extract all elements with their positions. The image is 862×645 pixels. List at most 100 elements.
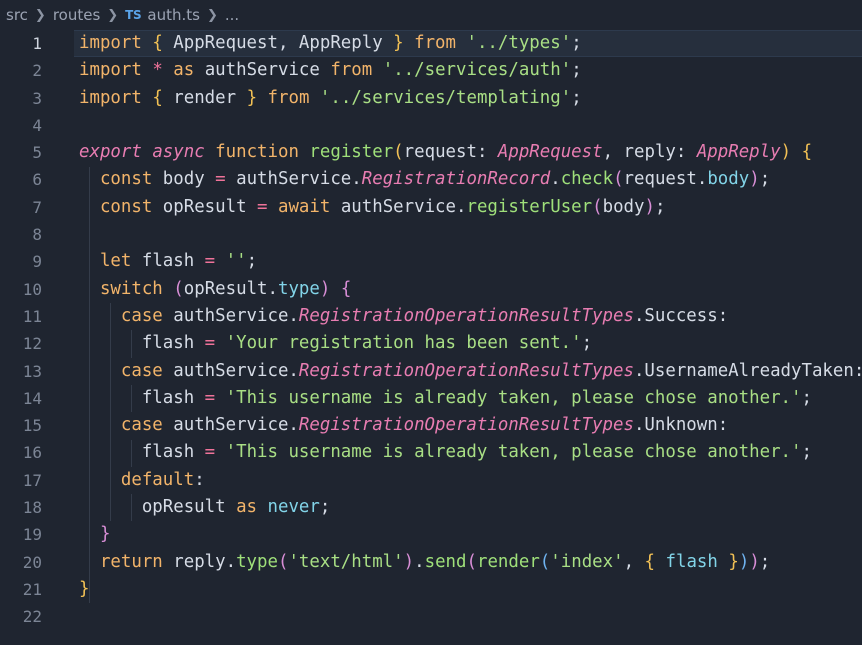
code-token: function	[215, 142, 299, 163]
code-token: flash	[141, 333, 205, 354]
code-token: authService.	[162, 360, 299, 381]
indent-guide	[131, 384, 133, 413]
line-number[interactable]: 5	[32, 143, 42, 163]
code-token: import	[79, 33, 142, 53]
code-line[interactable]: flash = 'Your registration has been sent…	[79, 330, 862, 357]
code-line[interactable]: const opResult = await authService.regis…	[79, 194, 862, 221]
code-line[interactable]: ​	[79, 603, 862, 630]
line-number[interactable]: 7	[32, 197, 42, 217]
code-token: authService.	[330, 196, 467, 217]
line-number[interactable]: 8	[32, 225, 42, 245]
code-line[interactable]: import { AppRequest, AppReply } from '..…	[79, 30, 862, 57]
line-number[interactable]: 10	[22, 279, 42, 299]
code-line[interactable]: }	[79, 521, 862, 548]
typescript-file-icon: TS	[125, 8, 142, 22]
code-token	[79, 361, 121, 381]
code-token: ;	[581, 333, 593, 354]
code-line[interactable]: const body = authService.RegistrationRec…	[79, 166, 862, 193]
code-token	[257, 88, 267, 108]
code-token: render	[476, 551, 540, 572]
line-number[interactable]: 13	[22, 361, 42, 381]
line-number[interactable]: 16	[22, 443, 42, 463]
code-token: from	[267, 87, 310, 108]
code-token: =	[204, 442, 216, 463]
code-token	[309, 88, 319, 108]
code-token: ;	[571, 87, 582, 108]
line-number[interactable]: 6	[32, 170, 42, 190]
breadcrumb-folder-src[interactable]: src	[6, 6, 28, 24]
code-line[interactable]: opResult as never;	[79, 494, 862, 521]
line-number[interactable]: 11	[22, 306, 42, 326]
code-line[interactable]: return reply.type('text/html').send(rend…	[79, 549, 862, 576]
breadcrumb-folder-routes[interactable]: routes	[52, 6, 101, 24]
code-token: authService.	[162, 305, 299, 326]
code-line[interactable]: switch (opResult.type) {	[79, 276, 862, 303]
line-number[interactable]: 14	[22, 388, 42, 408]
code-token: check	[560, 169, 614, 190]
code-token	[215, 251, 225, 271]
code-token: {	[644, 551, 656, 572]
code-token: (	[539, 551, 551, 572]
code-token: }	[79, 578, 90, 599]
code-line[interactable]: flash = 'This username is already taken,…	[79, 385, 862, 412]
code-token: async	[152, 142, 205, 163]
code-token: ;	[801, 442, 812, 463]
code-line[interactable]: import * as authService from '../service…	[79, 57, 862, 84]
code-token: (	[393, 142, 404, 163]
breadcrumb-symbols-more[interactable]: ...	[224, 6, 240, 24]
line-number[interactable]: 4	[32, 115, 42, 135]
code-content[interactable]: import { AppRequest, AppReply } from '..…	[79, 30, 862, 631]
line-number[interactable]: 9	[32, 252, 42, 272]
code-line[interactable]: case authService.RegistrationOperationRe…	[79, 303, 862, 330]
code-token: =	[204, 251, 216, 272]
code-token: }	[246, 87, 258, 108]
code-line[interactable]: case authService.RegistrationOperationRe…	[79, 358, 862, 385]
line-number[interactable]: 21	[22, 579, 42, 599]
code-token	[163, 279, 173, 299]
code-token	[142, 142, 152, 162]
code-token: .	[550, 169, 561, 190]
chevron-right-icon: ❯	[34, 7, 46, 23]
code-token	[456, 33, 466, 53]
line-number[interactable]: 18	[22, 498, 42, 518]
code-token	[791, 142, 801, 162]
code-token: authService.	[162, 415, 299, 436]
breadcrumb-file-auth-ts[interactable]: auth.ts	[147, 6, 200, 24]
line-number[interactable]: 17	[22, 470, 42, 490]
code-token	[163, 60, 173, 80]
line-number[interactable]: 2	[32, 61, 42, 81]
line-number[interactable]: 3	[32, 88, 42, 108]
code-line[interactable]: let flash = '';	[79, 248, 862, 275]
line-number[interactable]: 12	[22, 334, 42, 354]
code-token	[79, 415, 121, 435]
line-number[interactable]: 20	[22, 552, 42, 572]
code-line[interactable]: default:	[79, 467, 862, 494]
code-line[interactable]: import { render } from '../services/temp…	[79, 85, 862, 112]
code-token: export	[79, 142, 142, 163]
code-line[interactable]: ​	[79, 112, 862, 139]
code-token: 'This username is already taken, please …	[225, 442, 802, 463]
code-token: RegistrationOperationResultTypes	[298, 305, 634, 326]
code-token: registerUser	[466, 196, 593, 217]
code-token: case	[120, 360, 163, 381]
code-line[interactable]: }	[79, 576, 862, 603]
code-line[interactable]: export async function register(request: …	[79, 139, 862, 166]
code-token	[142, 33, 152, 53]
code-token: AppRequest, AppReply	[162, 33, 394, 53]
code-token: =	[215, 169, 226, 190]
line-number[interactable]: 22	[22, 607, 42, 627]
code-token: case	[120, 415, 163, 436]
code-line[interactable]: ​	[79, 221, 862, 248]
line-number[interactable]: 1	[32, 34, 42, 53]
line-number[interactable]: 19	[22, 525, 42, 545]
code-token: =	[257, 196, 268, 217]
code-token: {	[801, 142, 813, 163]
code-token: as	[173, 60, 195, 81]
line-number[interactable]: 15	[22, 416, 42, 436]
code-line[interactable]: case authService.RegistrationOperationRe…	[79, 412, 862, 439]
code-token	[205, 142, 215, 162]
code-line[interactable]: flash = 'This username is already taken,…	[79, 439, 862, 466]
code-token: request:	[403, 142, 498, 163]
